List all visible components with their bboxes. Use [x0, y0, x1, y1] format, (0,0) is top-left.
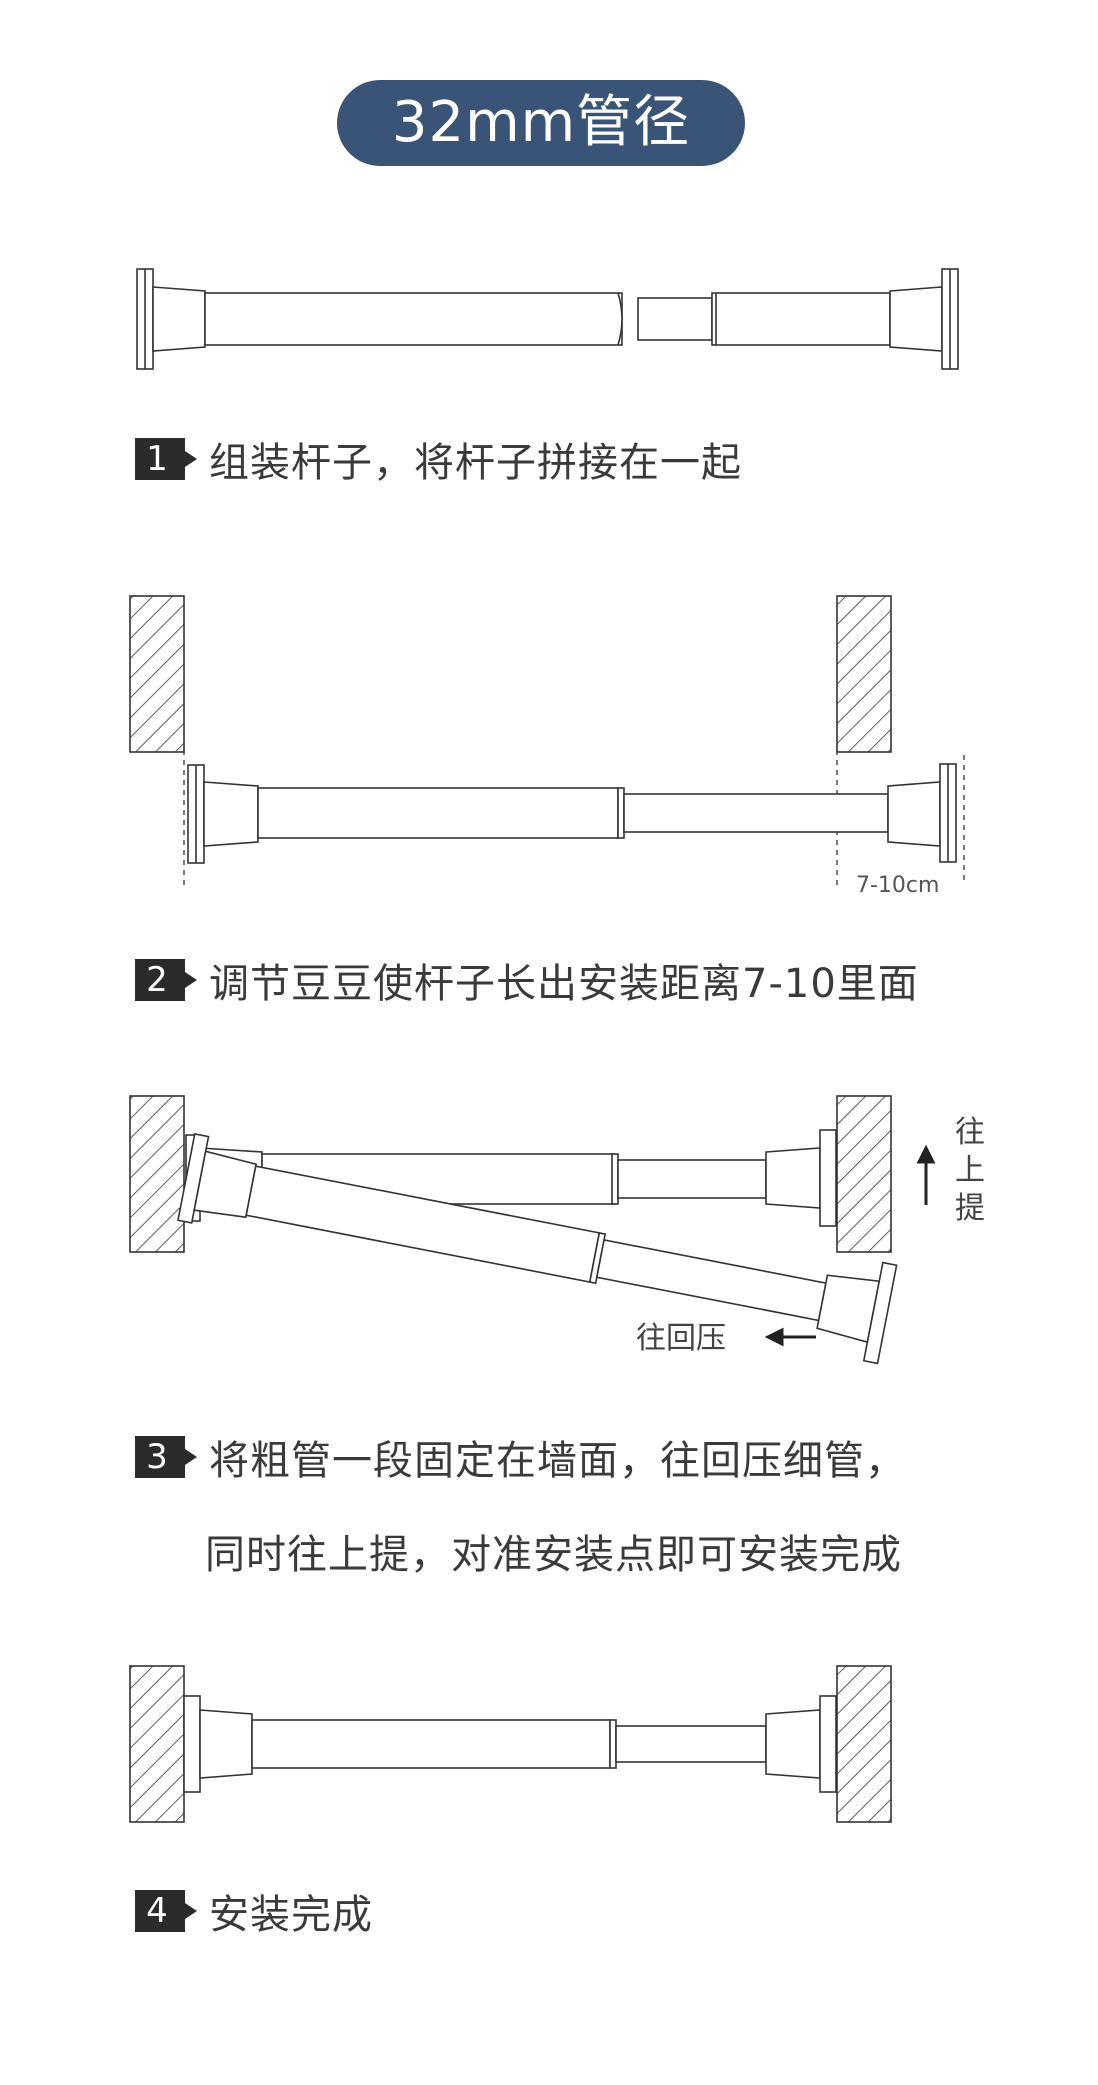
wall-left [129, 1095, 185, 1253]
step-2-text: 调节豆豆使杆子长出安装距离7-10里面 [209, 961, 919, 1007]
step-3-text: 将粗管一段固定在墙面，往回压细管， [209, 1438, 906, 1484]
figure-adjust-length: 7-10cm [129, 595, 965, 898]
figure-assemble-parts [136, 268, 959, 370]
step-number-badge: 1 [135, 438, 197, 480]
lift-label-char-1: 往 [955, 1115, 985, 1150]
lift-label-char-2: 上 [955, 1153, 985, 1188]
page-title-badge: 32mm管径 [337, 80, 745, 166]
wall-left [129, 595, 185, 753]
step-number-badge: 4 [135, 1890, 197, 1932]
step-4: 4 安装完成 [135, 1888, 373, 1938]
lift-label-char-3: 提 [955, 1191, 985, 1226]
wall-right [836, 1665, 892, 1823]
step-number-badge: 3 [135, 1436, 197, 1478]
step-2: 2 调节豆豆使杆子长出安装距离7-10里面 [135, 957, 919, 1007]
gap-label: 7-10cm [856, 873, 939, 898]
wall-right [836, 1095, 892, 1253]
figure-installed [129, 1665, 892, 1823]
page-title: 32mm管径 [391, 90, 691, 155]
step-1-text: 组装杆子，将杆子拼接在一起 [209, 440, 742, 486]
step-number-badge: 2 [135, 959, 197, 1001]
push-label: 往回压 [636, 1321, 726, 1356]
step-4-text: 安装完成 [209, 1892, 373, 1938]
figure-install-tilted: 往 上 提 往回压 [129, 1095, 985, 1365]
wall-left [129, 1665, 185, 1823]
step-3: 3 将粗管一段固定在墙面，往回压细管， [135, 1434, 906, 1484]
wall-right [836, 595, 892, 753]
step-3-text-continued: 同时往上提，对准安装点即可安装完成 [205, 1532, 902, 1578]
step-1: 1 组装杆子，将杆子拼接在一起 [135, 436, 742, 486]
